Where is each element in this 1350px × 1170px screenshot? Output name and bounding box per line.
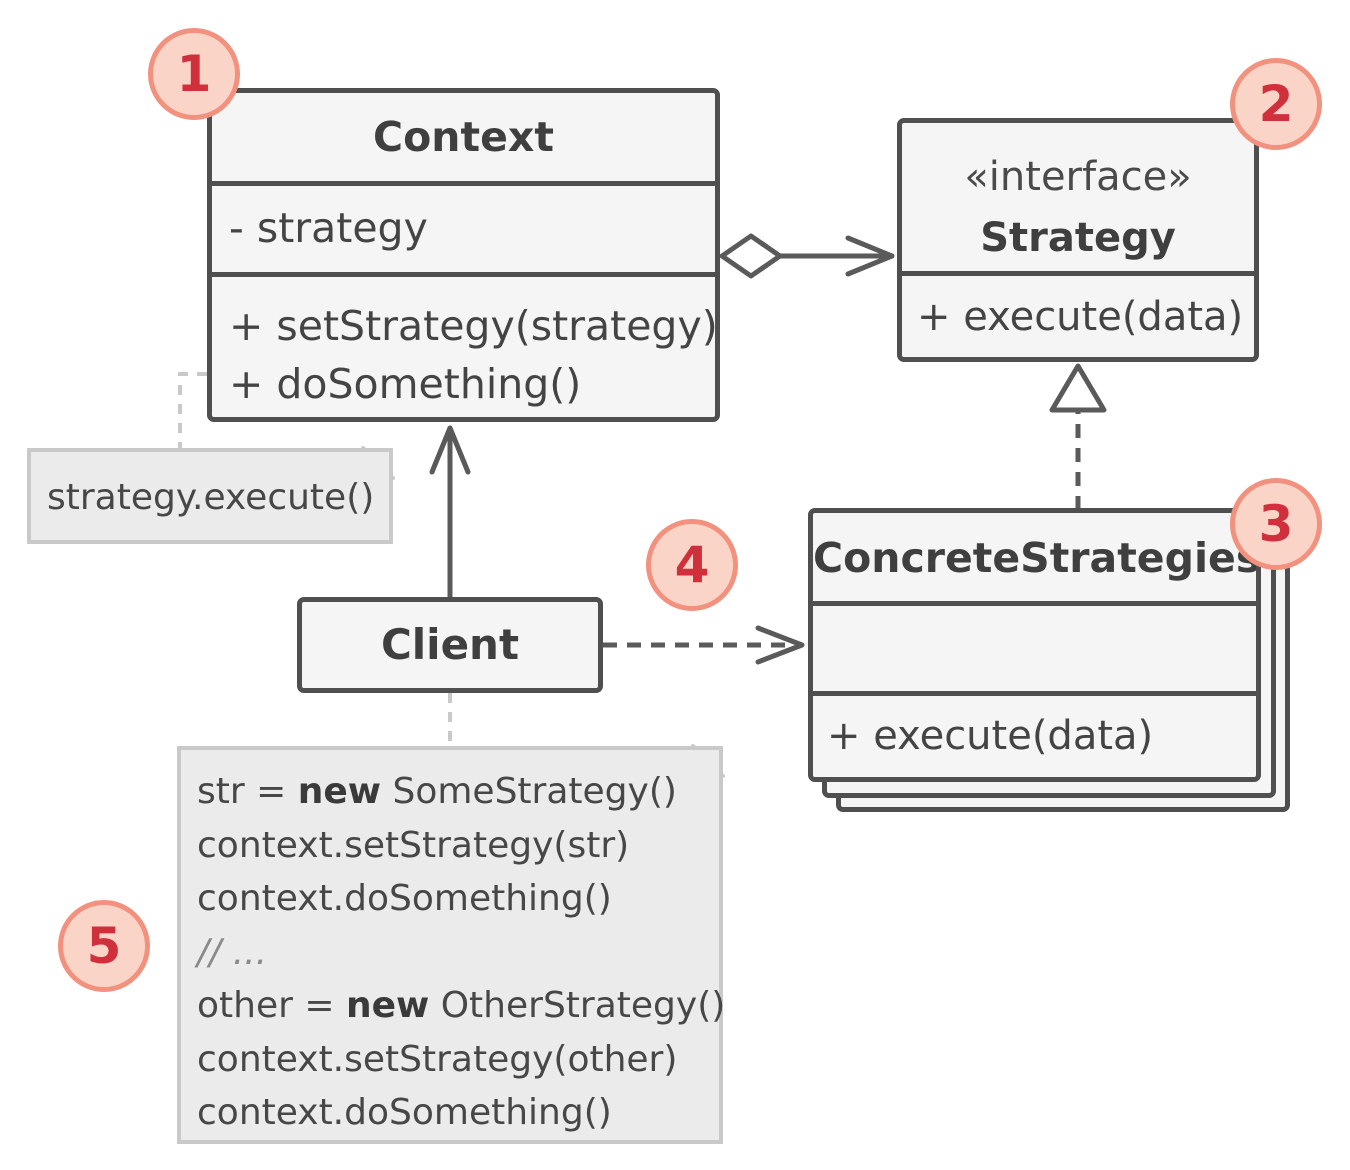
badge-4: 4	[646, 519, 738, 611]
concrete-method-execute: + execute(data)	[827, 713, 1154, 759]
code-line-3: context.doSomething()	[197, 878, 612, 919]
context-class: Context - strategy + setStrategy(strateg…	[207, 88, 720, 422]
badge-2: 2	[1230, 58, 1322, 150]
strategy-stereotype: «interface»	[964, 154, 1192, 200]
context-method-dosomething: + doSomething()	[229, 360, 582, 408]
code-text: OtherStrategy()	[429, 985, 726, 1026]
client-class: Client	[297, 597, 603, 693]
context-fields: - strategy	[212, 186, 715, 277]
badge-5: 5	[58, 900, 150, 992]
context-methods: + setStrategy(strategy) + doSomething()	[212, 277, 715, 413]
badge-1: 1	[148, 28, 240, 120]
dependency-arrow	[603, 625, 805, 665]
concrete-strategies-class: ConcreteStrategies + execute(data)	[808, 508, 1261, 782]
concrete-class-name: ConcreteStrategies	[813, 513, 1256, 606]
strategy-method-execute: + execute(data)	[917, 294, 1244, 340]
realization-arrow	[1049, 363, 1107, 510]
note-exec-connector	[178, 372, 207, 448]
code-line-4-comment: // ...	[197, 931, 268, 973]
code-text: SomeStrategy()	[381, 771, 677, 812]
note-strategy-execute: strategy.execute()	[27, 448, 393, 544]
concrete-methods: + execute(data)	[813, 696, 1256, 759]
code-text: other =	[197, 985, 346, 1026]
note-exec-text: strategy.execute()	[47, 477, 375, 518]
context-method-setstrategy: + setStrategy(strategy)	[229, 302, 718, 350]
code-keyword: new	[297, 771, 382, 812]
code-line-2: context.setStrategy(str)	[197, 824, 630, 866]
code-line-7: context.doSomething()	[197, 1092, 612, 1133]
strategy-header: «interface» Strategy	[902, 123, 1254, 276]
code-line-6: context.setStrategy(other)	[197, 1038, 678, 1080]
code-line-1: str = new SomeStrategy()	[197, 765, 719, 819]
client-class-name: Client	[380, 620, 520, 669]
note-client-code: str = new SomeStrategy() context.setStra…	[177, 746, 725, 1144]
code-line-5: other = new OtherStrategy()	[197, 979, 725, 1033]
code-keyword: new	[345, 985, 430, 1026]
concrete-fields	[813, 606, 1256, 696]
aggregation-arrow	[719, 233, 895, 279]
context-field-strategy: - strategy	[229, 204, 428, 252]
strategy-interface-name: Strategy	[980, 215, 1176, 261]
context-class-name: Context	[212, 93, 715, 186]
strategy-interface: «interface» Strategy + execute(data)	[897, 118, 1259, 362]
strategy-methods: + execute(data)	[902, 276, 1254, 340]
code-text: str =	[197, 771, 298, 812]
badge-3: 3	[1230, 478, 1322, 570]
association-arrow	[429, 425, 471, 597]
